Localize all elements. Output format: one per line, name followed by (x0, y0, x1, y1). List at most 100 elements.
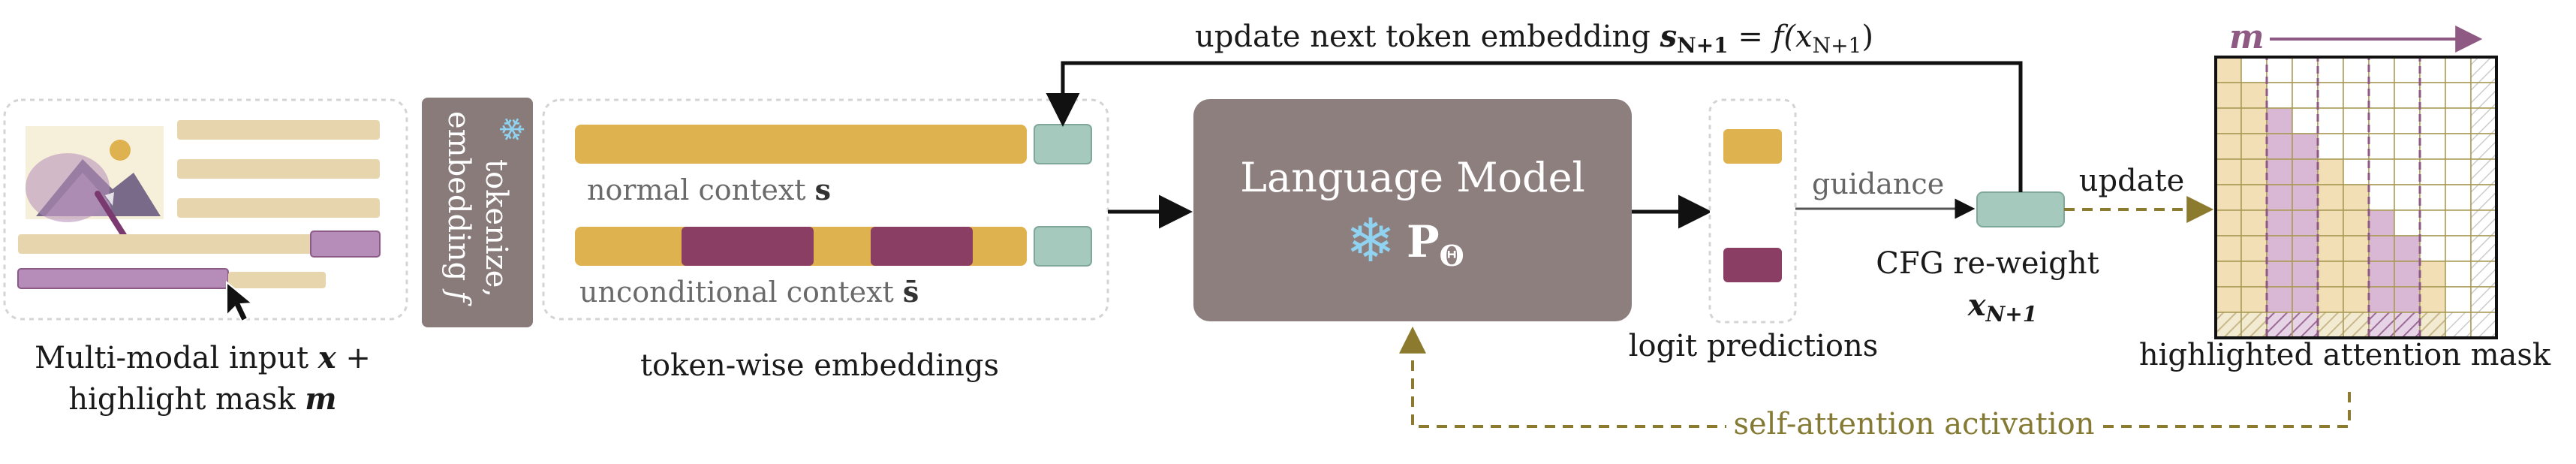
mask-cell (2470, 209, 2497, 237)
mask-cell (2470, 261, 2497, 288)
mask-cell (2266, 133, 2293, 160)
mask-cell (2266, 184, 2293, 211)
cfg-token (1976, 191, 2065, 227)
mask-cell (2215, 133, 2242, 160)
mask-cell (2419, 209, 2446, 237)
mask-cell (2292, 261, 2319, 288)
mask-cell (2394, 209, 2421, 237)
mask-cell (2470, 158, 2497, 185)
mask-cell (2240, 235, 2268, 262)
cfg-var: xN+1 (1967, 288, 2037, 327)
update-label: update (2079, 164, 2185, 198)
mask-cell (2419, 56, 2446, 83)
mask-caption: highlighted attention mask (2139, 338, 2551, 372)
highlight-span-1 (310, 230, 381, 258)
mask-cell (2419, 107, 2446, 134)
mask-cell (2292, 82, 2319, 109)
uncond-masked-span-2 (871, 227, 973, 266)
uncond-next-token (1034, 226, 1092, 267)
normal-context-bar (575, 125, 1027, 164)
self-attention-arrow (1399, 326, 2351, 428)
mask-cell (2343, 286, 2370, 313)
mask-cell (2240, 209, 2268, 237)
mask-cell (2215, 286, 2242, 313)
mask-cell (2368, 133, 2395, 160)
mask-m-label: m (2229, 18, 2265, 56)
mask-cell (2343, 158, 2370, 185)
mask-cell (2343, 107, 2370, 134)
text-line-1 (177, 120, 380, 140)
logit-predictions-panel (1708, 98, 1797, 324)
self-attention-label-bg (1726, 405, 2102, 444)
token-embeddings-panel: normal context s unconditional context s… (542, 98, 1109, 321)
mask-cell (2368, 82, 2395, 109)
mask-cell (2368, 261, 2395, 288)
mask-cell (2215, 184, 2242, 211)
mask-cell (2470, 107, 2497, 134)
mask-cell (2317, 286, 2344, 313)
mask-cell (2215, 82, 2242, 109)
mask-cell (2266, 312, 2293, 339)
input-caption-line1: Multi-modal input x + (35, 340, 371, 375)
uncond-masked-span-1 (682, 227, 814, 266)
logit-caption: logit predictions (1629, 329, 1879, 363)
mask-cell (2317, 209, 2344, 237)
mask-cell (2292, 235, 2319, 262)
mask-cell (2470, 235, 2497, 262)
mask-cell (2445, 82, 2472, 109)
mask-cell (2368, 235, 2395, 262)
mask-cell (2240, 286, 2268, 313)
mask-cell (2470, 312, 2497, 339)
mask-cell (2419, 235, 2446, 262)
mask-cell (2266, 158, 2293, 185)
mask-cell (2343, 261, 2370, 288)
text-line-5 (228, 272, 326, 288)
mask-cell (2343, 82, 2370, 109)
mask-cell (2343, 56, 2370, 83)
snowflake-icon: ❄ (492, 116, 530, 143)
mask-cell (2445, 261, 2472, 288)
mask-cell (2215, 107, 2242, 134)
normal-next-token (1034, 124, 1092, 164)
mask-cell (2292, 286, 2319, 313)
mask-cell (2343, 133, 2370, 160)
mask-cell (2394, 82, 2421, 109)
mask-cell (2470, 133, 2497, 160)
mask-cell (2419, 261, 2446, 288)
mask-cell (2215, 158, 2242, 185)
mask-cell (2215, 261, 2242, 288)
mask-cell (2445, 312, 2472, 339)
mask-cell (2470, 82, 2497, 109)
mask-cell (2445, 184, 2472, 211)
mask-cell (2240, 261, 2268, 288)
mask-cell (2470, 184, 2497, 211)
mask-cell (2240, 133, 2268, 160)
mask-cell (2419, 133, 2446, 160)
mask-cell (2368, 209, 2395, 237)
mask-cell (2292, 209, 2319, 237)
mask-cell (2445, 56, 2472, 83)
lm-title: Language Model (1240, 154, 1585, 201)
mask-cell (2394, 261, 2421, 288)
mask-cell (2215, 56, 2242, 83)
mask-cell (2240, 107, 2268, 134)
mask-cell (2215, 312, 2242, 339)
guidance-label: guidance (1812, 167, 1944, 200)
language-model-box: Language Model ❄ PΘ (1193, 99, 1632, 321)
highlight-span-2 (17, 268, 229, 289)
mask-cell (2445, 286, 2472, 313)
mask-cell (2317, 261, 2344, 288)
mask-cell (2394, 184, 2421, 211)
uncond-context-label: unconditional context s̄ (579, 275, 919, 309)
mask-cell (2419, 82, 2446, 109)
lm-snowflake-icon: ❄ (1345, 206, 1395, 276)
image-thumbnail (26, 126, 164, 242)
tokenize-embedding-box: ❄ tokenize, embedding f (422, 98, 533, 327)
mask-cell (2394, 235, 2421, 262)
mask-cell (2240, 56, 2268, 83)
feedback-arrow (1046, 61, 2023, 192)
mask-cell (2240, 312, 2268, 339)
mask-cell (2266, 286, 2293, 313)
mask-cell (2445, 133, 2472, 160)
